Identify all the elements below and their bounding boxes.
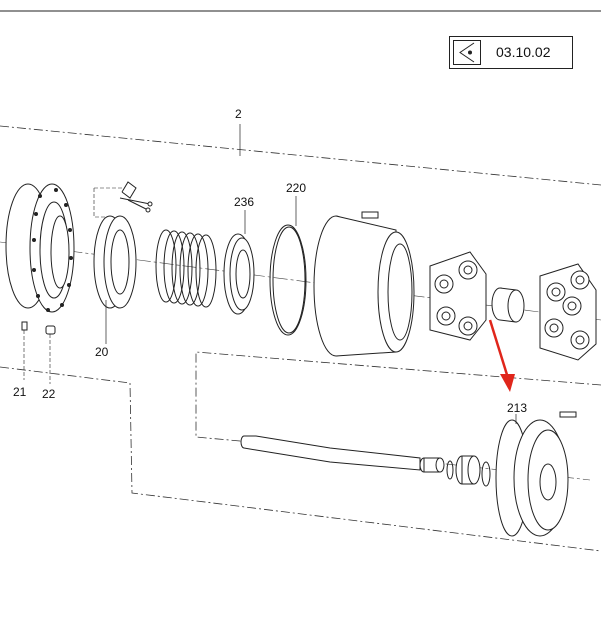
ring-gear-housing xyxy=(313,211,415,357)
shaft-group-boundary xyxy=(195,351,601,442)
bracket-screws xyxy=(119,181,153,213)
red-arrow-indicator xyxy=(488,319,515,392)
housing-flange xyxy=(5,183,75,313)
callout-236: 236 xyxy=(234,195,254,209)
planet-carrier xyxy=(429,251,487,341)
eye-view-icon xyxy=(453,40,481,65)
reference-code: 03.10.02 xyxy=(496,44,551,60)
shaft-washer xyxy=(446,460,454,480)
callout-213: 213 xyxy=(507,401,527,415)
cover-disc-213 xyxy=(495,411,577,537)
pin-22 xyxy=(45,325,56,335)
shaft-bushing xyxy=(455,455,481,485)
callout-2: 2 xyxy=(235,107,242,121)
o-ring-220 xyxy=(269,224,307,336)
assembly-boundary xyxy=(0,125,601,186)
seal-ring-236 xyxy=(223,233,255,315)
callout-22: 22 xyxy=(42,387,56,401)
reference-box: 03.10.02 xyxy=(449,36,573,69)
snap-ring xyxy=(481,461,491,487)
bearing-20 xyxy=(93,215,137,309)
spring-stack xyxy=(155,229,217,308)
callout-21: 21 xyxy=(13,385,27,399)
callout-20: 20 xyxy=(95,345,109,359)
sun-gear-sleeve xyxy=(491,287,525,323)
drive-shaft xyxy=(240,435,445,473)
assembly-boundary-lower xyxy=(0,366,601,552)
callout-220: 220 xyxy=(286,181,306,195)
planet-carrier-2 xyxy=(539,263,597,361)
pin-21 xyxy=(21,321,28,331)
